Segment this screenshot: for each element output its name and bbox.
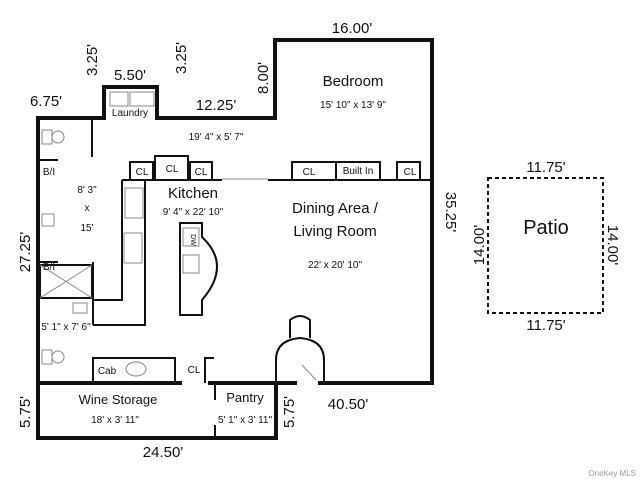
hall-size: 19' 4" x 5' 7" bbox=[189, 132, 244, 143]
patio-label: Patio bbox=[523, 217, 569, 239]
closet-label: CL bbox=[136, 167, 149, 178]
kitchen-size: 9' 4" x 22' 10" bbox=[163, 207, 224, 218]
bedroom-label: Bedroom bbox=[323, 73, 384, 90]
built-in-label: B/I bbox=[43, 167, 55, 178]
built-in-label: Built In bbox=[343, 166, 374, 177]
dim-bottom-right: 40.50' bbox=[328, 396, 369, 413]
dim-bottom-width: 24.50' bbox=[143, 444, 184, 461]
bath-x: x bbox=[85, 203, 90, 214]
dim-right: 35.25' bbox=[442, 192, 459, 233]
patio-right-dim: 14.00' bbox=[604, 225, 621, 266]
dim-bedroom-top: 16.00' bbox=[332, 20, 373, 37]
wine-storage-label: Wine Storage bbox=[79, 392, 158, 407]
closet-label: CL bbox=[195, 167, 208, 178]
patio: Patio 11.75' 11.75' 14.00' 14.00' bbox=[471, 159, 621, 334]
interior-walls bbox=[38, 91, 432, 383]
closet-label: CL bbox=[404, 167, 417, 178]
cabinet-label: Cab bbox=[98, 366, 117, 377]
patio-left-dim: 14.00' bbox=[471, 225, 488, 266]
closet-label: CL bbox=[166, 164, 179, 175]
closet-label: CL bbox=[303, 167, 316, 178]
bedroom-size: 15' 10" x 13' 9" bbox=[320, 100, 386, 111]
dim-top-left: 6.75' bbox=[30, 93, 62, 110]
dim-laundry-top: 5.50' bbox=[114, 67, 146, 84]
exterior-walls bbox=[36, 38, 434, 440]
built-in-label: B/I bbox=[43, 262, 55, 273]
dim-laundry-right: 3.25' bbox=[173, 42, 190, 74]
pantry-size: 5' 1" x 3' 11" bbox=[218, 415, 273, 426]
dimension-labels: 3.25' 5.50' 3.25' 6.75' 12.25' 8.00' 16.… bbox=[17, 20, 459, 461]
dining-label-2: Living Room bbox=[293, 223, 376, 240]
dim-top-mid: 12.25' bbox=[196, 97, 237, 114]
watermark: OneKey MLS bbox=[588, 469, 636, 478]
pantry-label: Pantry bbox=[226, 390, 264, 405]
laundry-label: Laundry bbox=[112, 108, 148, 119]
wine-storage-size: 18' x 3' 11" bbox=[91, 415, 139, 426]
bath-width: 8' 3" bbox=[77, 185, 97, 196]
dim-bottom-left: 5.75' bbox=[17, 396, 34, 428]
patio-bottom-dim: 11.75' bbox=[526, 317, 565, 334]
dining-size: 22' x 20' 10" bbox=[308, 260, 363, 271]
dining-label-1: Dining Area / bbox=[292, 200, 379, 217]
closet-label: CL bbox=[188, 365, 201, 376]
dim-left: 27.25' bbox=[17, 232, 34, 273]
patio-outline bbox=[487, 177, 604, 314]
dim-bedroom-left: 8.00' bbox=[255, 62, 272, 94]
patio-top-dim: 11.75' bbox=[526, 159, 565, 176]
room-labels: Laundry Bedroom 15' 10" x 13' 9" 19' 4" … bbox=[41, 73, 416, 426]
dishwasher-label: DW bbox=[189, 234, 196, 246]
dim-laundry-left: 3.25' bbox=[84, 44, 101, 76]
kitchen-label: Kitchen bbox=[168, 185, 218, 202]
half-bath-size: 5' 1" x 7' 6" bbox=[41, 322, 91, 333]
bath-height: 15' bbox=[80, 223, 93, 234]
dim-bottom-mid: 5.75' bbox=[281, 396, 298, 428]
